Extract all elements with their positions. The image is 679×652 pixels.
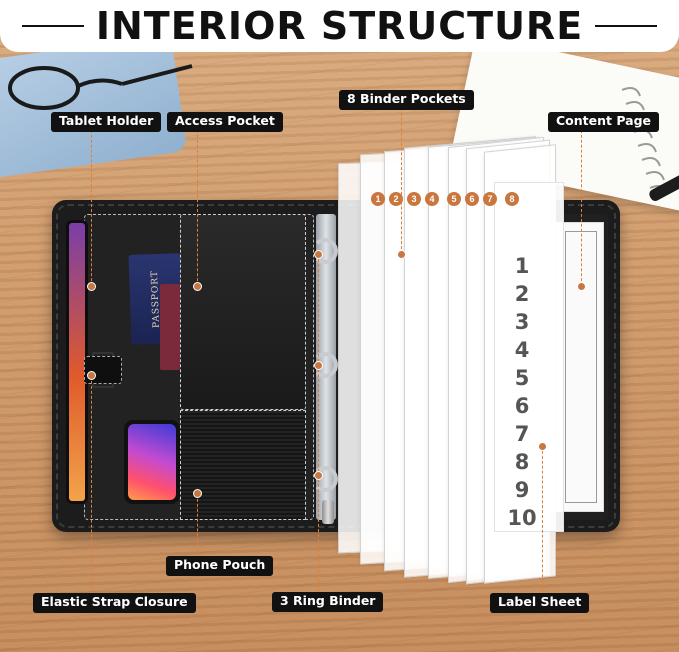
title-banner: INTERIOR STRUCTURE xyxy=(0,0,679,52)
callout-label-sheet: Label Sheet xyxy=(490,593,590,613)
banner-line-left xyxy=(21,25,84,27)
callout-tablet-holder: Tablet Holder xyxy=(51,112,162,132)
label-number: 3 xyxy=(514,310,530,334)
marker-tablet-holder xyxy=(87,282,96,291)
marker-ring-binder-3 xyxy=(314,471,323,480)
access-pocket xyxy=(180,214,306,410)
label-number: 10 xyxy=(507,506,537,530)
pocket-tab: 6 xyxy=(465,192,479,206)
label-number: 9 xyxy=(514,478,530,502)
page-title: INTERIOR STRUCTURE xyxy=(95,4,584,48)
callout-content-page: Content Page xyxy=(548,112,660,132)
callout-access-pocket: Access Pocket xyxy=(167,112,283,132)
leader-access-pocket xyxy=(197,130,198,286)
zipper-track xyxy=(56,204,616,528)
label-number: 1 xyxy=(514,254,530,278)
smartphone xyxy=(124,420,180,504)
label-number: 2 xyxy=(514,282,530,306)
callout-binder-pockets: 8 Binder Pockets xyxy=(339,90,474,110)
pocket-tab: 4 xyxy=(425,192,439,206)
card xyxy=(160,284,180,370)
label-number: 5 xyxy=(514,366,530,390)
label-sheet xyxy=(494,182,564,532)
banner-line-right xyxy=(595,25,658,27)
binder-ring-top xyxy=(312,238,338,264)
marker-binder-pockets xyxy=(397,250,406,259)
label-number: 8 xyxy=(514,450,530,474)
marker-ring-binder-1 xyxy=(314,250,323,259)
phone-pouch xyxy=(180,410,306,520)
leader-tablet-holder xyxy=(91,130,92,286)
leader-content-page xyxy=(581,130,582,286)
binder-ring-bottom xyxy=(312,466,338,492)
marker-label-sheet xyxy=(538,442,547,451)
leader-phone-pouch xyxy=(197,494,198,556)
marker-ring-binder-2 xyxy=(314,361,323,370)
eyeglasses-icon xyxy=(8,64,193,110)
notebook-spiral-icon xyxy=(621,87,669,195)
leader-binder-pockets xyxy=(401,108,402,254)
label-number: 7 xyxy=(514,422,530,446)
marker-phone-pouch xyxy=(193,489,202,498)
marker-elastic-strap xyxy=(87,371,96,380)
pocket-tab: 5 xyxy=(447,192,461,206)
leader-elastic-strap xyxy=(91,376,92,592)
binder-ring-middle xyxy=(312,352,338,378)
label-number: 6 xyxy=(514,394,530,418)
pocket-tab: 2 xyxy=(389,192,403,206)
callout-phone-pouch: Phone Pouch xyxy=(166,556,274,576)
pocket-tab: 3 xyxy=(407,192,421,206)
zipper-pull xyxy=(322,500,334,524)
label-number: 4 xyxy=(514,338,530,362)
marker-content-page xyxy=(577,282,586,291)
phone-screen xyxy=(128,424,176,500)
callout-ring-binder: 3 Ring Binder xyxy=(272,592,384,612)
leader-ring-binder xyxy=(318,254,319,592)
callout-elastic-strap: Elastic Strap Closure xyxy=(33,593,196,613)
pocket-tab: 7 xyxy=(483,192,497,206)
pocket-tab: 8 xyxy=(505,192,519,206)
leader-label-sheet xyxy=(542,446,543,592)
marker-access-pocket xyxy=(193,282,202,291)
pocket-tab: 1 xyxy=(371,192,385,206)
